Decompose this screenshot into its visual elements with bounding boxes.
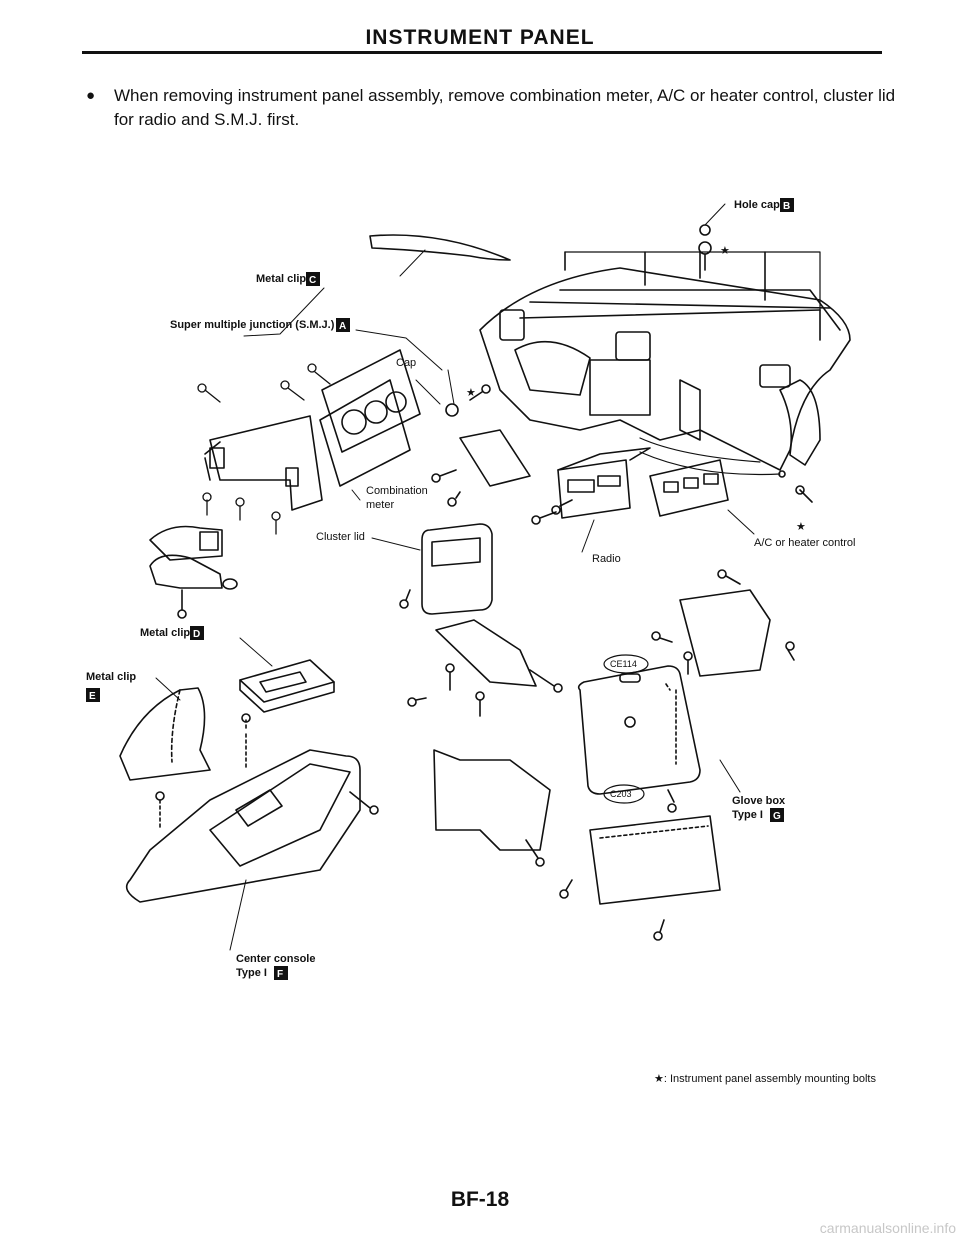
label-glove-box-1: Glove box bbox=[732, 795, 786, 807]
metal-clip-c-part bbox=[369, 234, 511, 277]
instruction-text: When removing instrument panel assembly,… bbox=[114, 86, 896, 129]
screws-left bbox=[197, 363, 331, 535]
label-glove-box-2: Type I bbox=[732, 809, 763, 821]
radio-part bbox=[531, 447, 651, 525]
key-letter-f: F bbox=[277, 969, 283, 980]
key-box-g bbox=[770, 808, 784, 822]
star-marker: ★ bbox=[466, 387, 476, 399]
leader-lines bbox=[155, 287, 755, 951]
label-cap: Cap bbox=[396, 357, 416, 369]
footnote-star-icon: ★ bbox=[653, 1073, 664, 1085]
label-center-console-1: Center console bbox=[236, 953, 315, 965]
label-metal-clip-c: Metal clip bbox=[256, 273, 306, 285]
footnote: ★: Instrument panel assembly mounting bo… bbox=[654, 1072, 876, 1085]
lower-panel-part bbox=[433, 749, 573, 899]
meter-hood-part bbox=[204, 415, 323, 511]
metal-clip-d-part bbox=[239, 659, 335, 713]
metal-clip-e-part bbox=[119, 687, 211, 781]
connector-tag-c203 bbox=[603, 784, 645, 804]
label-hole-cap: Hole cap bbox=[734, 199, 780, 211]
console-front-part bbox=[407, 619, 563, 717]
key-box-b bbox=[780, 198, 794, 212]
label-center-console-2: Type I bbox=[236, 967, 267, 979]
key-box-a bbox=[336, 318, 350, 332]
label-combination-meter-1: Combination bbox=[366, 485, 428, 497]
label-radio: Radio bbox=[592, 553, 621, 565]
page-number: BF-18 bbox=[450, 1188, 510, 1211]
label-cluster-lid: Cluster lid bbox=[316, 531, 365, 543]
key-box-c bbox=[306, 272, 320, 286]
watermark: carmanualsonline.info bbox=[819, 1220, 956, 1236]
key-letter-b: B bbox=[783, 201, 790, 212]
key-box-f bbox=[274, 966, 288, 980]
glove-lid-part bbox=[589, 815, 721, 941]
label-metal-clip-d: Metal clip bbox=[140, 627, 190, 639]
hole-cap-part bbox=[698, 203, 726, 271]
ac-heater-control-part bbox=[639, 437, 813, 517]
key-box-e bbox=[86, 688, 100, 702]
cluster-lid-part bbox=[399, 523, 493, 615]
connector-label-ce114: CE114 bbox=[610, 659, 637, 669]
label-metal-clip-e: Metal clip bbox=[86, 671, 136, 683]
bullet-icon: ● bbox=[86, 87, 96, 104]
label-combination-meter-2: meter bbox=[366, 499, 394, 511]
label-ac-heater: A/C or heater control bbox=[754, 537, 856, 549]
title-rule bbox=[82, 51, 882, 54]
smj-cap-part bbox=[445, 369, 491, 417]
page-title: INSTRUMENT PANEL bbox=[365, 26, 595, 49]
key-letter-d: D bbox=[193, 629, 200, 640]
key-letter-e: E bbox=[89, 691, 96, 702]
center-console-part bbox=[125, 713, 379, 903]
star-marker: ★ bbox=[720, 245, 730, 257]
key-letter-g: G bbox=[773, 811, 781, 822]
column-cover-part bbox=[149, 525, 238, 619]
label-smj: Super multiple junction (S.M.J.) bbox=[170, 319, 335, 331]
footnote-text: : Instrument panel assembly mounting bol… bbox=[663, 1073, 876, 1085]
exploded-view-diagram: ★ ★ ★ Hole cap B Metal clip C Super mult… bbox=[86, 198, 856, 980]
bracket-part bbox=[431, 429, 531, 507]
instrument-panel-assembly bbox=[479, 251, 851, 471]
key-letter-c: C bbox=[309, 275, 316, 286]
connector-label-c203: C203 bbox=[610, 789, 632, 799]
key-letter-a: A bbox=[339, 321, 346, 332]
key-box-d bbox=[190, 626, 204, 640]
combination-meter-part bbox=[319, 349, 421, 487]
lower-bracket-part bbox=[651, 569, 795, 677]
connector-tag-ce114 bbox=[603, 654, 649, 674]
glove-box-part bbox=[577, 665, 701, 813]
star-marker: ★ bbox=[796, 521, 806, 533]
